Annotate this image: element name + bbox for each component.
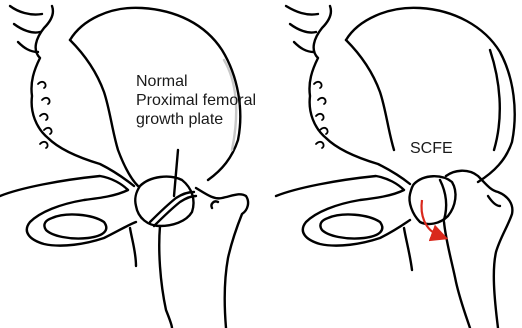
normal-trochanter-mark <box>211 201 218 208</box>
scfe-ilium-highlight <box>490 50 500 150</box>
scfe-physis <box>440 180 446 220</box>
scfe-femoral-head <box>409 176 455 224</box>
normal-foramen-2 <box>42 98 50 104</box>
scfe-obturator <box>320 215 382 239</box>
normal-foramen-3 <box>40 114 48 120</box>
scfe-foramen-1 <box>314 82 322 88</box>
scfe-sacrum-line-3 <box>294 42 314 52</box>
normal-growth-plate-label: Normal Proximal femoral growth plate <box>136 72 256 129</box>
scfe-ilium-outline <box>309 6 410 184</box>
normal-obturator <box>44 215 106 239</box>
normal-pubis <box>0 176 136 246</box>
scfe-sacrum-line-1 <box>286 6 318 15</box>
scfe-foramen-5 <box>316 142 324 148</box>
scfe-hip <box>276 6 515 328</box>
normal-label-line-2: Proximal femoral <box>136 91 256 110</box>
normal-foramen-1 <box>38 82 46 88</box>
scfe-pubis <box>276 176 410 246</box>
scfe-ischium <box>404 228 412 270</box>
normal-sacrum-line-1 <box>10 6 42 15</box>
scfe-label: SCFE <box>410 139 453 158</box>
normal-ilium-outline <box>31 6 134 186</box>
normal-foramen-4 <box>44 128 52 134</box>
slip-direction-arrow <box>422 200 440 236</box>
normal-femoral-head <box>135 177 193 226</box>
normal-label-line-1: Normal <box>136 72 256 91</box>
normal-sacrum-line-2 <box>14 24 40 33</box>
normal-femur-shaft-left <box>159 226 172 328</box>
scfe-sacrum-line-2 <box>290 24 316 33</box>
normal-femur-outline <box>196 188 248 328</box>
scfe-ilium-inner <box>346 40 394 150</box>
normal-hip <box>0 6 248 328</box>
normal-ilium-inner <box>70 40 138 186</box>
scfe-femur-shaft-left <box>444 222 470 328</box>
scfe-foramen-3 <box>316 114 324 120</box>
scfe-foramen-2 <box>318 98 326 104</box>
scfe-trochanter-mark <box>488 196 500 206</box>
normal-ischium <box>130 228 136 266</box>
normal-foramen-5 <box>40 142 48 148</box>
normal-label-line-3: growth plate <box>136 110 256 129</box>
normal-pointer-line <box>174 150 178 196</box>
